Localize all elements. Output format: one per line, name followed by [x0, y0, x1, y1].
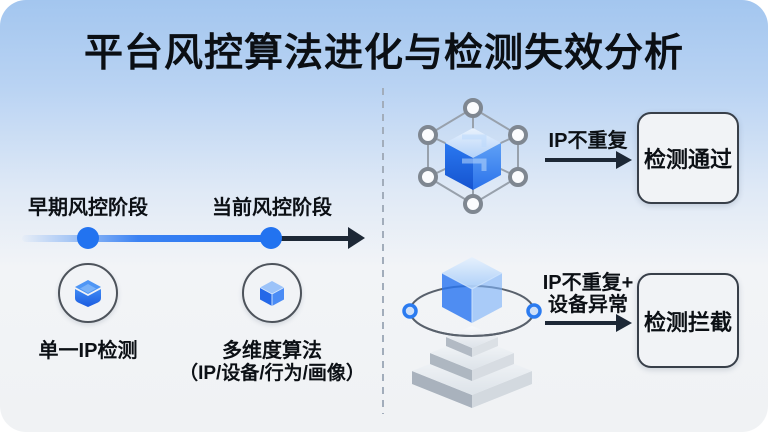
- early-stage-icon-circle: [58, 263, 118, 323]
- timeline-dot-current: [260, 227, 282, 249]
- flow2-arrow: [545, 321, 617, 325]
- stage-label-early: 早期风控阶段: [28, 197, 148, 219]
- flow2-arrowhead-icon: [616, 314, 632, 332]
- current-stage-caption-sub: （IP/设备/行为/画像）: [179, 363, 365, 384]
- flow1-condition-line: IP不重复: [548, 130, 628, 152]
- timeline-dot-early: [77, 227, 99, 249]
- layers-box-icon: [75, 280, 101, 307]
- flow2-condition-line1: IP不重复+: [542, 272, 634, 294]
- flow1-condition: IP不重复: [538, 130, 638, 152]
- flow2-condition-line2: 设备异常: [548, 294, 628, 316]
- timeline-black-line: [278, 236, 350, 241]
- cube-icon: [259, 281, 285, 306]
- hexagon-network-cube-icon: [418, 98, 528, 214]
- flow1-arrow: [545, 158, 617, 162]
- page-title: 平台风控算法进化与检测失效分析: [83, 32, 684, 75]
- vertical-dashed-divider: [382, 88, 384, 414]
- current-stage-caption: 多维度算法: [222, 340, 322, 362]
- timeline-arrowhead-icon: [348, 227, 365, 249]
- timeline-blue-line: [22, 235, 280, 242]
- flow2-condition: IP不重复+ 设备异常: [528, 272, 648, 316]
- early-stage-caption: 单一IP检测: [38, 340, 138, 362]
- result-box-pass: 检测通过: [637, 112, 739, 204]
- flow1-arrowhead-icon: [616, 151, 632, 169]
- current-stage-icon-circle: [242, 263, 302, 323]
- stage-label-current: 当前风控阶段: [212, 197, 332, 219]
- result-box-block: 检测拦截: [637, 273, 739, 368]
- platform-orbit-cube-icon: [402, 257, 542, 408]
